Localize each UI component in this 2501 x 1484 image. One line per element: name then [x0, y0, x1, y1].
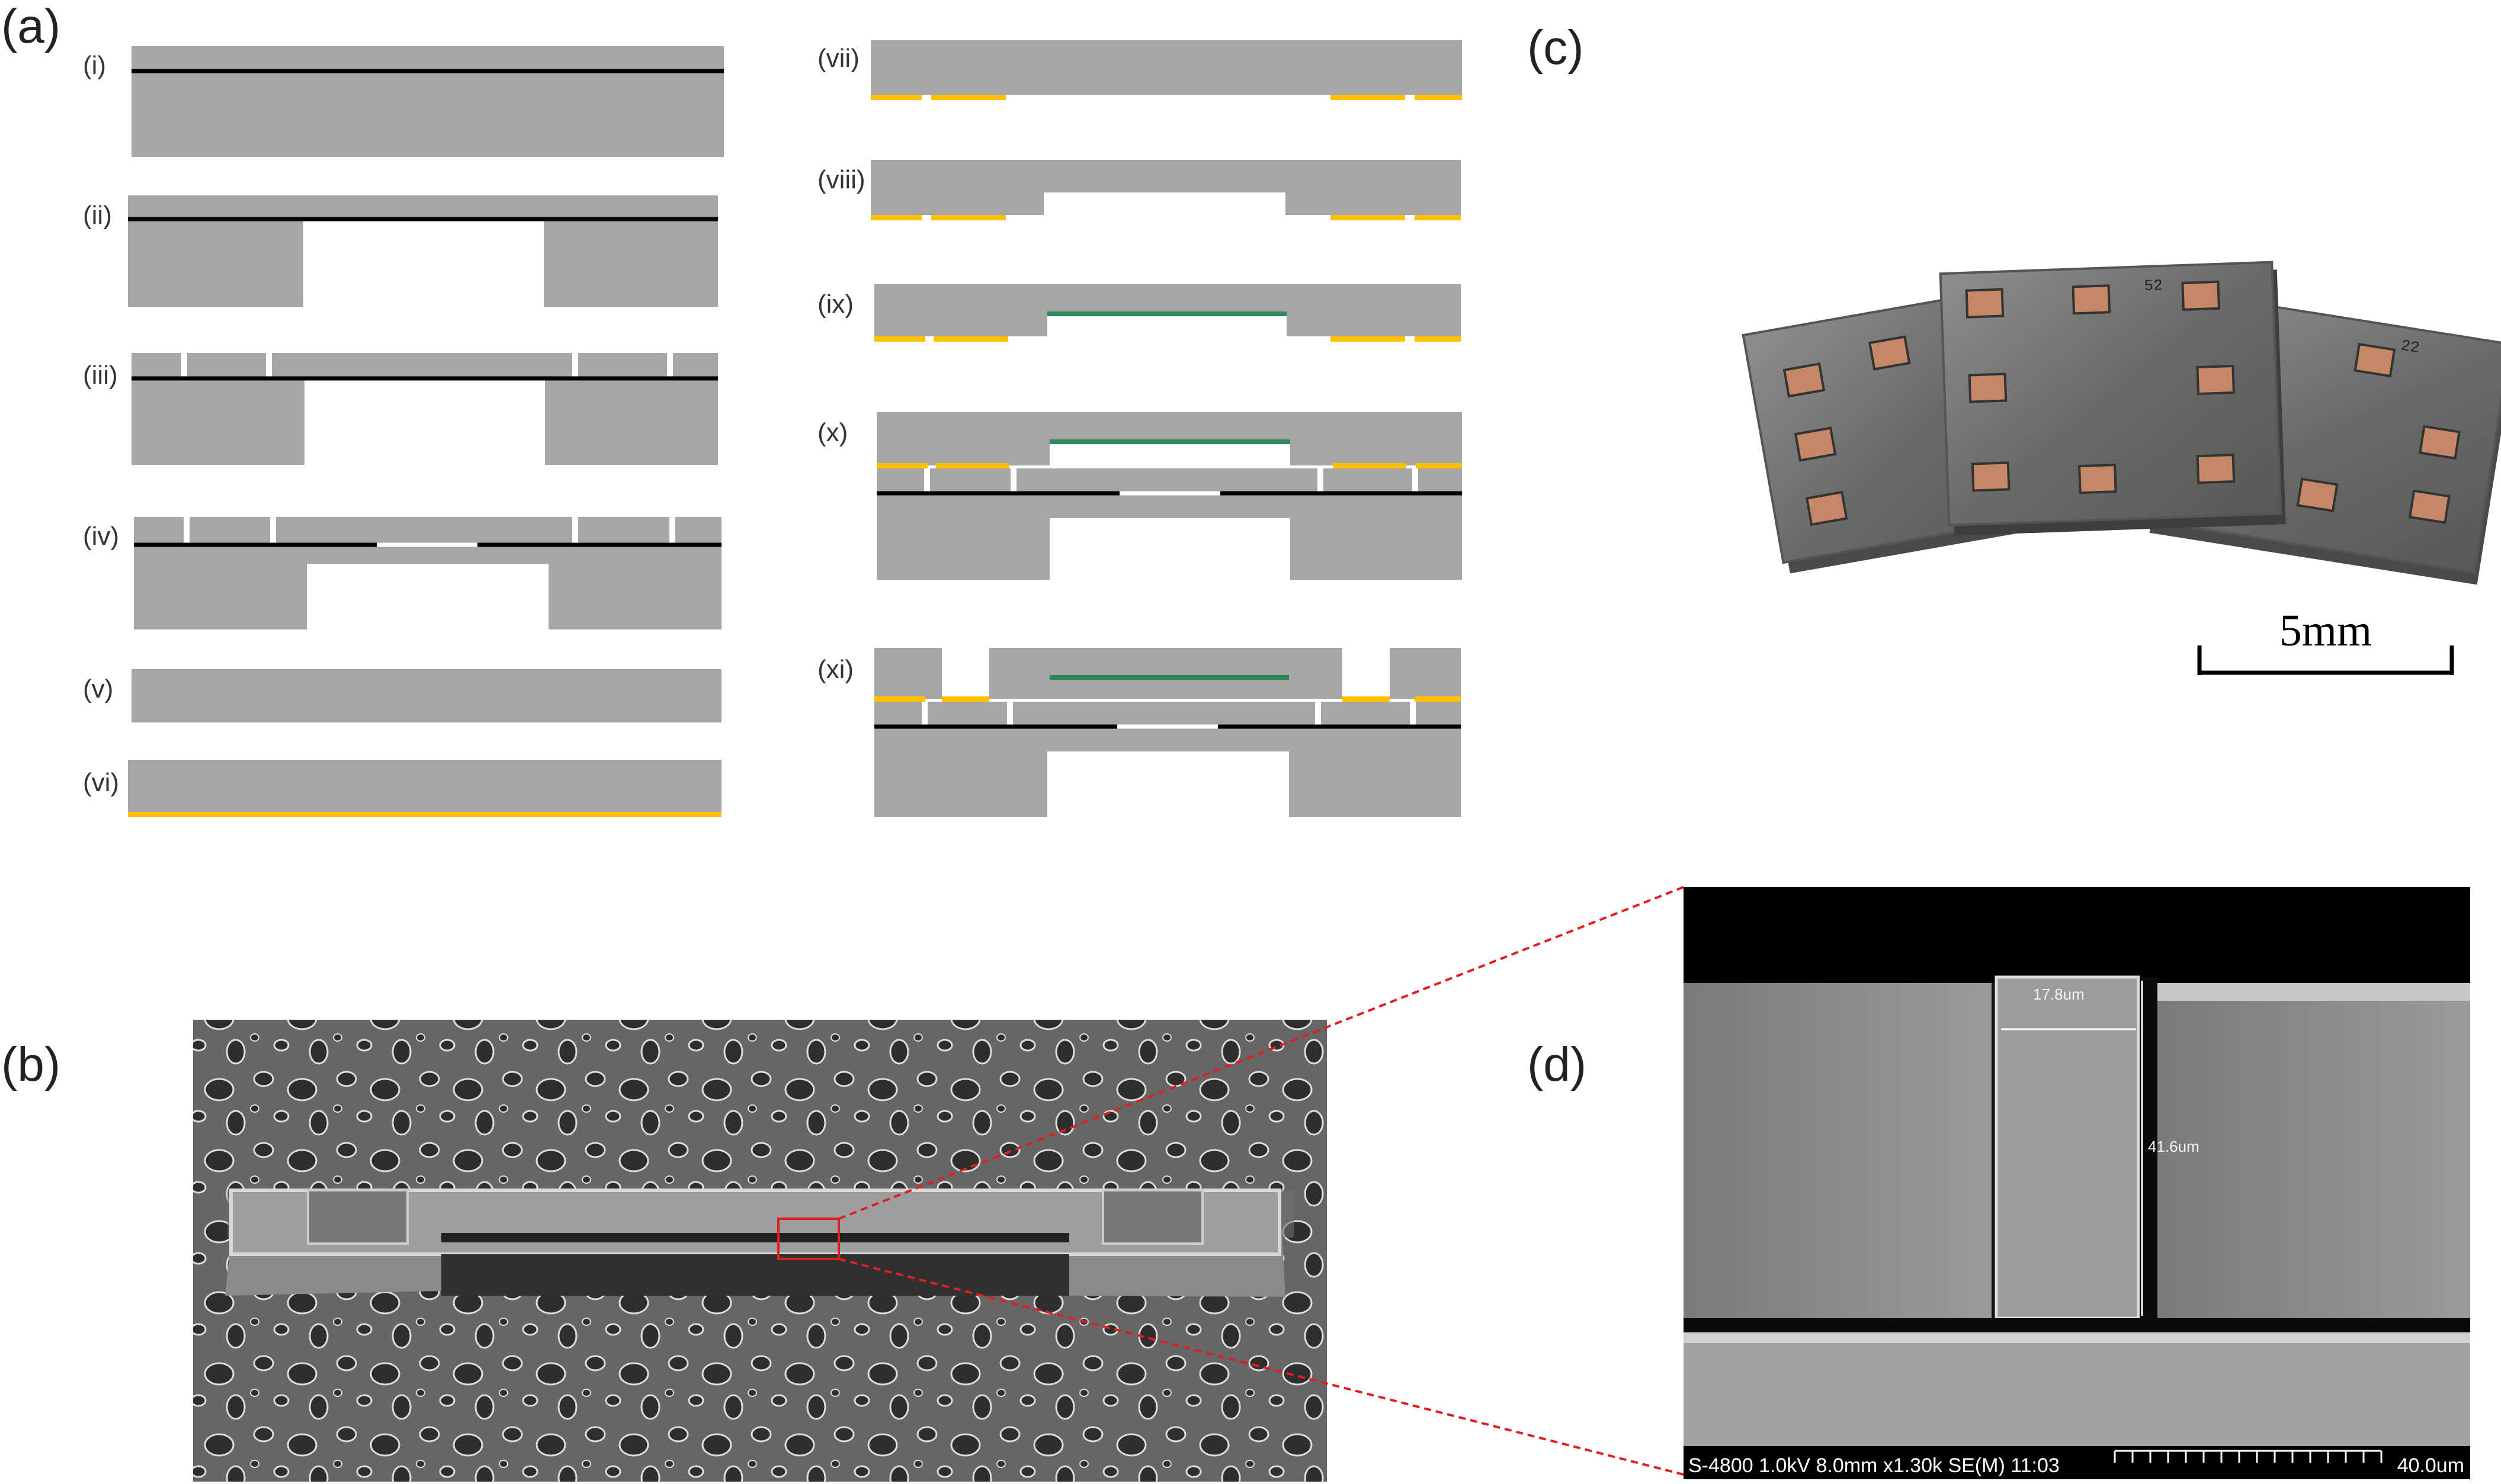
process-step-xi: (xi) — [817, 648, 1461, 817]
process-step-i: (i) — [83, 46, 724, 157]
process-step-x: (x) — [817, 412, 1462, 580]
step-label: (i) — [83, 51, 106, 80]
process-step-v: (v) — [83, 669, 722, 722]
chip-middle: 52 — [1939, 261, 2286, 536]
process-step-iii: (iii) — [83, 353, 718, 465]
zoom-line-top — [838, 886, 1684, 1220]
process-step-ii: (ii) — [83, 195, 718, 307]
scale-bar: 5mm — [2197, 606, 2454, 675]
sem-scale-ticks — [2114, 1450, 2383, 1463]
width-measure-label: 17.8um — [2033, 985, 2085, 1003]
process-step-viii: (viii) — [817, 160, 1461, 220]
process-step-iv: (iv) — [83, 517, 722, 629]
zoom-line-bottom — [838, 1258, 1684, 1476]
chip-mark: 52 — [2144, 277, 2163, 295]
step-label: (ix) — [817, 290, 854, 319]
chip-photo: 22 52 — [1742, 261, 2501, 585]
sem-detail: 17.8um 41.6um S-4800 1.0kV 8.0mm x1.30k … — [1684, 887, 2470, 1479]
step-label: (x) — [817, 418, 848, 447]
process-step-vii: (vii) — [817, 40, 1462, 100]
panel-label-a: (a) — [1, 0, 60, 53]
step-label: (v) — [83, 674, 113, 704]
step-label: (vii) — [817, 44, 860, 73]
scale-bar-label: 5mm — [2279, 606, 2372, 656]
step-label: (iii) — [83, 361, 118, 390]
panel-label-c: (c) — [1527, 21, 1584, 75]
sem-scale-label: 40.0um — [2397, 1454, 2464, 1477]
height-measure-label: 41.6um — [2148, 1138, 2199, 1155]
sem-info: S-4800 1.0kV 8.0mm x1.30k SE(M) 11:03 — [1688, 1454, 2060, 1477]
step-label: (xi) — [817, 655, 854, 684]
panel-label-b: (b) — [1, 1037, 60, 1091]
step-label: (ii) — [83, 201, 112, 230]
process-step-ix: (ix) — [817, 284, 1461, 342]
process-step-vi: (vi) — [83, 760, 722, 817]
step-label: (vi) — [83, 768, 119, 797]
chip-mark: 22 — [2400, 336, 2421, 357]
panel-label-d: (d) — [1527, 1037, 1586, 1091]
sem-overview — [193, 1020, 1327, 1482]
step-label: (viii) — [817, 165, 865, 194]
step-label: (iv) — [83, 522, 119, 551]
